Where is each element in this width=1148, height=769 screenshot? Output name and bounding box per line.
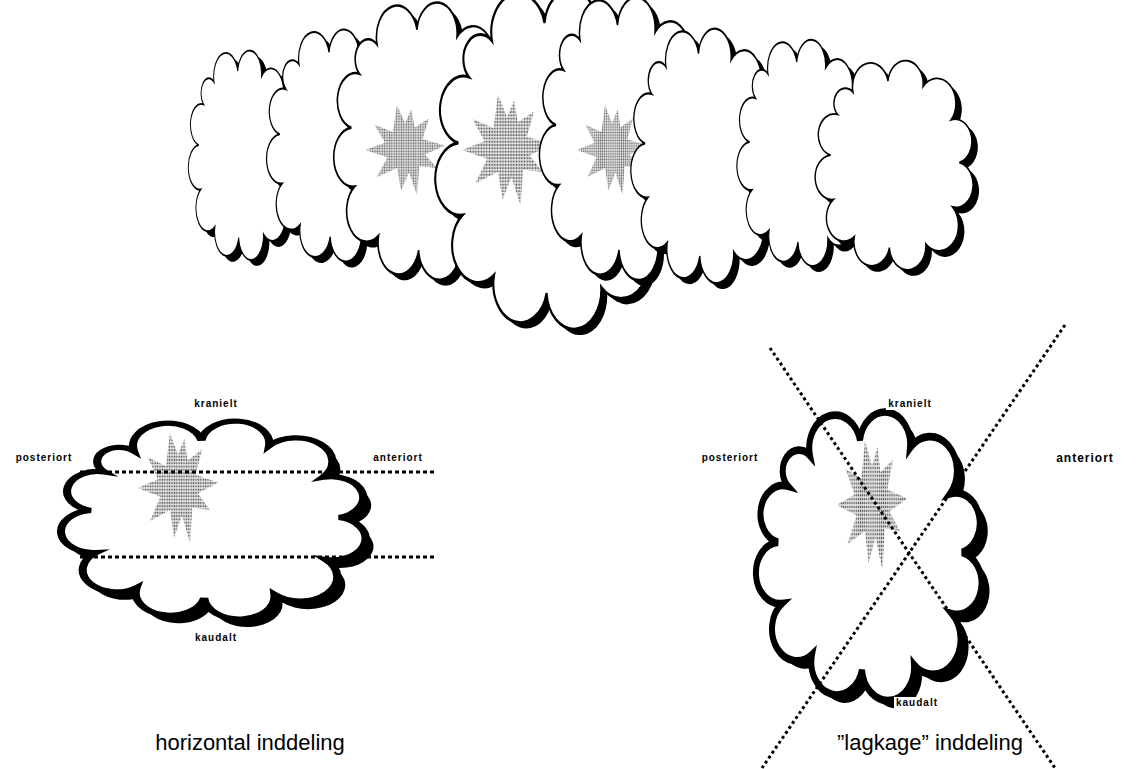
caption-text: ”lagkage” inddeling [835,730,1025,756]
direction-label: posteriort [700,452,761,464]
horizontal-division [61,421,435,627]
direction-label: kranielt [192,398,240,410]
direction-label: posteriort [14,452,75,464]
slice-row [188,0,979,335]
caption-text: horizontal inddeling [153,730,347,756]
direction-label: kranielt [886,398,934,410]
direction-label: anteriort [371,452,425,464]
direction-label: anteriort [1054,451,1116,465]
layer-cake-division [756,325,1065,768]
direction-label: kaudalt [894,697,940,709]
direction-label: kaudalt [193,632,239,644]
